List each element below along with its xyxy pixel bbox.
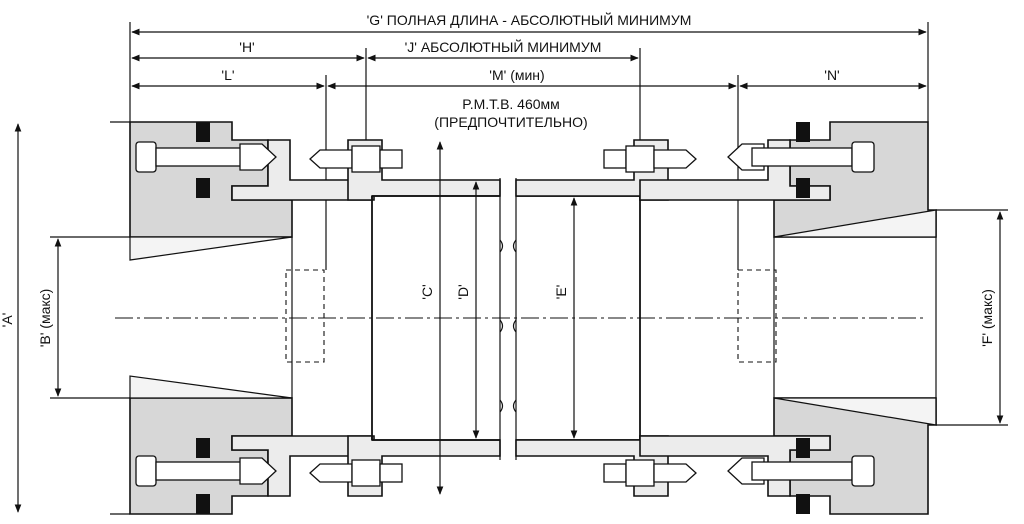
note-line-1: P.M.T.B. 460мм [462, 96, 560, 112]
dimension-n: 'N' [739, 67, 927, 90]
right-spacer-flange [515, 139, 697, 497]
dimension-h: 'H' [131, 39, 365, 62]
dimension-f: 'F' (макс) [936, 209, 1008, 426]
dimension-n-label: 'N' [824, 67, 839, 83]
dimension-d-label: 'D' [455, 284, 471, 299]
dimension-b-label: 'B' (макс) [37, 289, 53, 348]
dimension-c-label: 'C' [419, 284, 435, 299]
dimension-j-label: 'J' АБСОЛЮТНЫЙ МИНИМУМ [405, 38, 602, 55]
right-bolt-bottom [727, 455, 875, 487]
dimension-a: 'A' [0, 121, 130, 515]
spacer-tube [372, 178, 640, 460]
dimension-e-label: 'E' [553, 285, 569, 300]
dimension-l: 'L' [131, 67, 325, 90]
dimension-l-label: 'L' [221, 67, 234, 83]
dimension-c: 'C' [419, 141, 444, 495]
dimension-m-label: 'M' (мин) [489, 67, 544, 83]
dimension-g: 'G' ПОЛНАЯ ДЛИНА - АБСОЛЮТНЫЙ МИНИМУМ [131, 11, 927, 36]
left-bolt-top [135, 141, 277, 173]
left-spacer-flange [309, 139, 501, 497]
dimension-b: 'B' (макс) [37, 236, 130, 399]
dimension-a-label: 'A' [0, 313, 15, 328]
left-bolt-bottom [135, 455, 277, 487]
dimension-h-label: 'H' [239, 39, 254, 55]
right-bolt-top [727, 141, 875, 173]
dimension-g-label: 'G' ПОЛНАЯ ДЛИНА - АБСОЛЮТНЫЙ МИНИМУМ [367, 11, 692, 28]
dimension-e: 'E' [553, 197, 578, 439]
extension-lines [129, 22, 929, 270]
dimension-d: 'D' [455, 181, 480, 439]
dimension-m: 'M' (мин) [327, 67, 737, 90]
right-seals [796, 122, 810, 514]
left-seals [196, 122, 210, 514]
note-line-2: (ПРЕДПОЧТИТЕЛЬНО) [434, 114, 587, 130]
dimension-f-label: 'F' (макс) [979, 289, 995, 347]
dimension-j: 'J' АБСОЛЮТНЫЙ МИНИМУМ [367, 38, 639, 62]
